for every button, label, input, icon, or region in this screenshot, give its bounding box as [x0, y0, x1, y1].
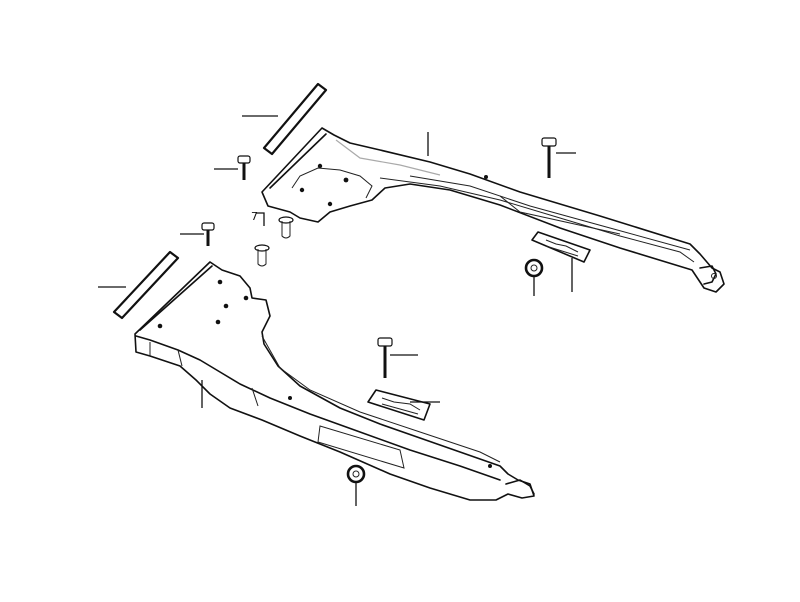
spacer-lower: [254, 244, 270, 267]
leader-lines: [98, 115, 576, 506]
leader-spacers: [256, 212, 265, 226]
nut-right: [524, 258, 544, 278]
rubber-strip-lower: [112, 250, 180, 320]
nut-bottom: [346, 464, 366, 484]
bracket-center: [367, 389, 431, 421]
bolt-mid-left: [201, 222, 215, 246]
bolt-center: [377, 337, 393, 378]
spacer-upper: [278, 216, 294, 239]
front-frame-rail: [134, 261, 535, 501]
callout-digit: 7: [251, 210, 258, 223]
bracket-right: [531, 231, 591, 263]
rear-frame-rail: [261, 127, 725, 293]
rubber-strip-upper: [262, 82, 328, 156]
bolt-upper-right: [541, 137, 557, 178]
bolt-upper-left: [237, 155, 251, 180]
